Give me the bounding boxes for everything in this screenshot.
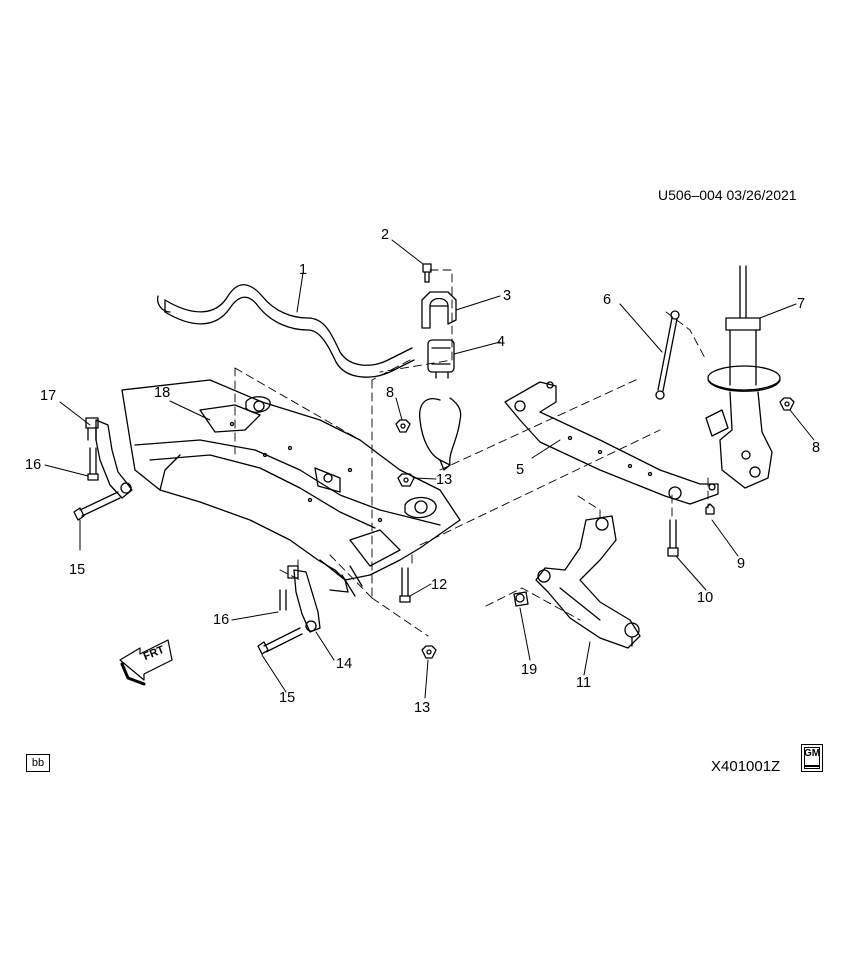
- bolt-10: [667, 519, 679, 557]
- bb-tag: bb: [26, 754, 50, 772]
- nut-8-right: [779, 397, 795, 411]
- callout-19: 19: [521, 662, 538, 678]
- callout-11: 11: [576, 675, 592, 691]
- callout-13-upper: 13: [436, 472, 453, 488]
- callout-5: 5: [516, 462, 525, 478]
- nut-8-left: [395, 419, 411, 433]
- stabilizer-bushing: [427, 339, 455, 379]
- callout-13-lower: 13: [414, 700, 431, 716]
- callout-17: 17: [40, 388, 57, 404]
- callout-leaders: [44, 239, 815, 699]
- front-direction-arrow: [119, 639, 173, 686]
- bolt-15-lower: [257, 627, 303, 655]
- bolt-15-left: [73, 491, 121, 521]
- bolt-12: [399, 567, 411, 603]
- front-strut: [705, 265, 781, 489]
- front-crossmember: [121, 379, 461, 597]
- bolt-9: [705, 503, 715, 515]
- callout-9: 9: [737, 556, 746, 572]
- callout-3: 3: [503, 288, 512, 304]
- illustration-id: X401001Z: [711, 758, 781, 775]
- callout-16-left: 16: [25, 457, 42, 473]
- callout-14: 14: [336, 656, 353, 672]
- callout-12: 12: [431, 577, 448, 593]
- gm-logo: GM: [801, 744, 823, 772]
- gm-logo-text: GM: [803, 748, 821, 759]
- stabilizer-link: [655, 310, 680, 400]
- bolt-2: [422, 263, 432, 283]
- stabilizer-bar: [156, 284, 462, 471]
- callout-8-left: 8: [386, 385, 395, 401]
- callout-7: 7: [797, 296, 806, 312]
- callout-8-right: 8: [812, 440, 821, 456]
- callout-10: 10: [697, 590, 714, 606]
- callout-16-lower: 16: [213, 612, 230, 628]
- nut-13-upper: [397, 473, 415, 487]
- lower-control-arm: [535, 515, 641, 649]
- callout-18: 18: [154, 385, 171, 401]
- alignment-guides: [234, 269, 709, 637]
- callout-6: 6: [603, 292, 612, 308]
- callout-2: 2: [381, 227, 390, 243]
- callout-15-left: 15: [69, 562, 86, 578]
- rear-link-lower: [279, 565, 321, 633]
- tension-brace: [504, 381, 719, 505]
- callout-1: 1: [299, 262, 308, 278]
- rear-link-left: [85, 417, 133, 499]
- nut-13-lower: [421, 645, 437, 659]
- callout-15-lower: 15: [279, 690, 296, 706]
- callout-4: 4: [497, 334, 506, 350]
- stabilizer-bracket: [421, 291, 457, 329]
- reference-code: U506–004 03/26/2021: [658, 187, 797, 203]
- bushing-19: [513, 591, 529, 607]
